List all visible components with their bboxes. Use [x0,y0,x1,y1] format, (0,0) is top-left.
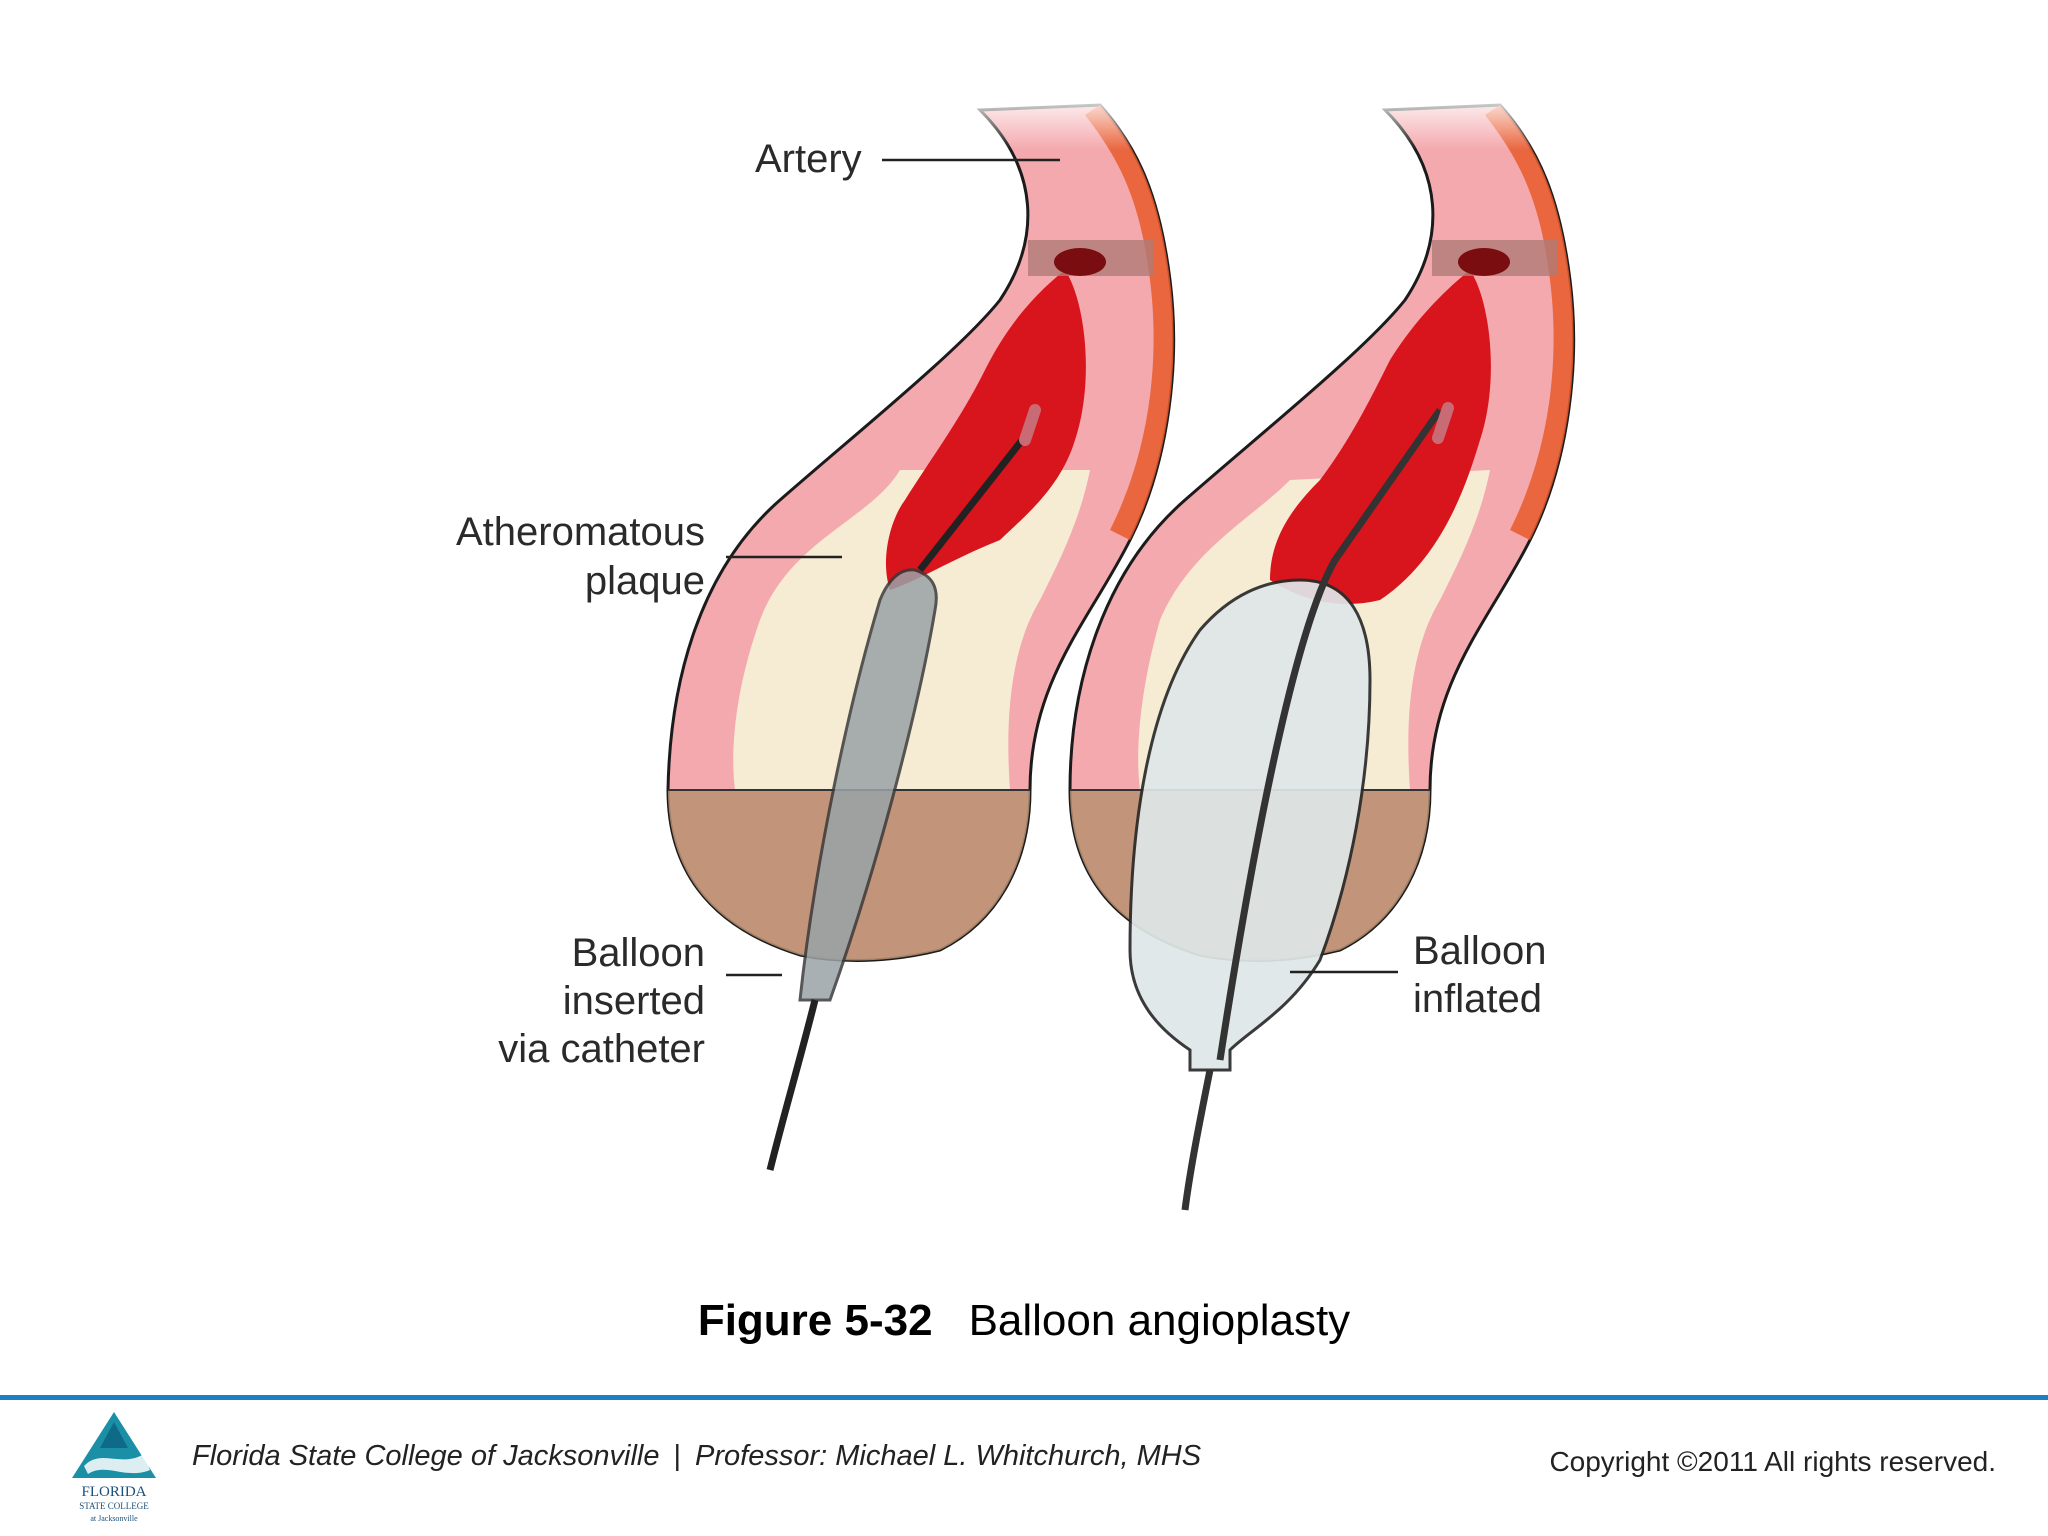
right-artery-adventitia [1485,105,1574,540]
right-artery [1068,103,1576,1211]
label-artery: Artery [755,137,862,181]
right-catheter [1181,407,1443,1211]
labels: Artery Atheromatous plaque Balloon inser… [456,137,1546,1071]
footer-copyright: Copyright ©2011 All rights reserved. [1549,1446,1996,1477]
figure-caption: Figure 5-32 Balloon angioplasty [0,1296,2048,1346]
logo-peak [100,1422,128,1448]
footer-separator: | [673,1440,682,1472]
label-balloon-inserted-line3: via catheter [498,1027,705,1071]
label-balloon-inserted-line2: inserted [563,979,705,1023]
label-plaque-line1: Atheromatous [456,510,705,554]
figure-title: Balloon angioplasty [968,1296,1351,1345]
logo-text-line2: STATE COLLEGE [79,1501,149,1511]
footer-credits: Florida State College of Jacksonville | Pr… [192,1440,1201,1473]
left-guidewire-tip [1019,404,1041,446]
fscj-logo: FLORIDA STATE COLLEGE at Jacksonville [72,1412,156,1523]
label-plaque-line2: plaque [585,559,705,603]
logo-text-line3: at Jacksonville [90,1514,138,1523]
right-lumen [1270,270,1491,604]
left-artery-adventitia [1085,105,1174,540]
footer-institution: Florida State College of Jacksonville [192,1440,660,1472]
label-balloon-inflated-line1: Balloon [1413,929,1546,973]
logo-text-line1: FLORIDA [81,1484,146,1500]
right-guidewire-tip [1432,402,1454,444]
logo-wave [84,1454,150,1474]
label-balloon-inflated-line2: inflated [1413,977,1542,1021]
left-artery [666,103,1176,1171]
label-balloon-inserted-line1: Balloon [572,931,705,975]
figure-number: Figure 5-32 [697,1296,933,1345]
left-catheter [766,427,1033,1171]
right-top-lumen [1458,248,1510,276]
left-lumen [885,270,1086,590]
footer-divider [0,1395,2048,1400]
left-top-lumen [1054,248,1106,276]
footer-professor: Professor: Michael L. Whitchurch, MHS [695,1440,1202,1472]
top-fade [900,90,1600,150]
